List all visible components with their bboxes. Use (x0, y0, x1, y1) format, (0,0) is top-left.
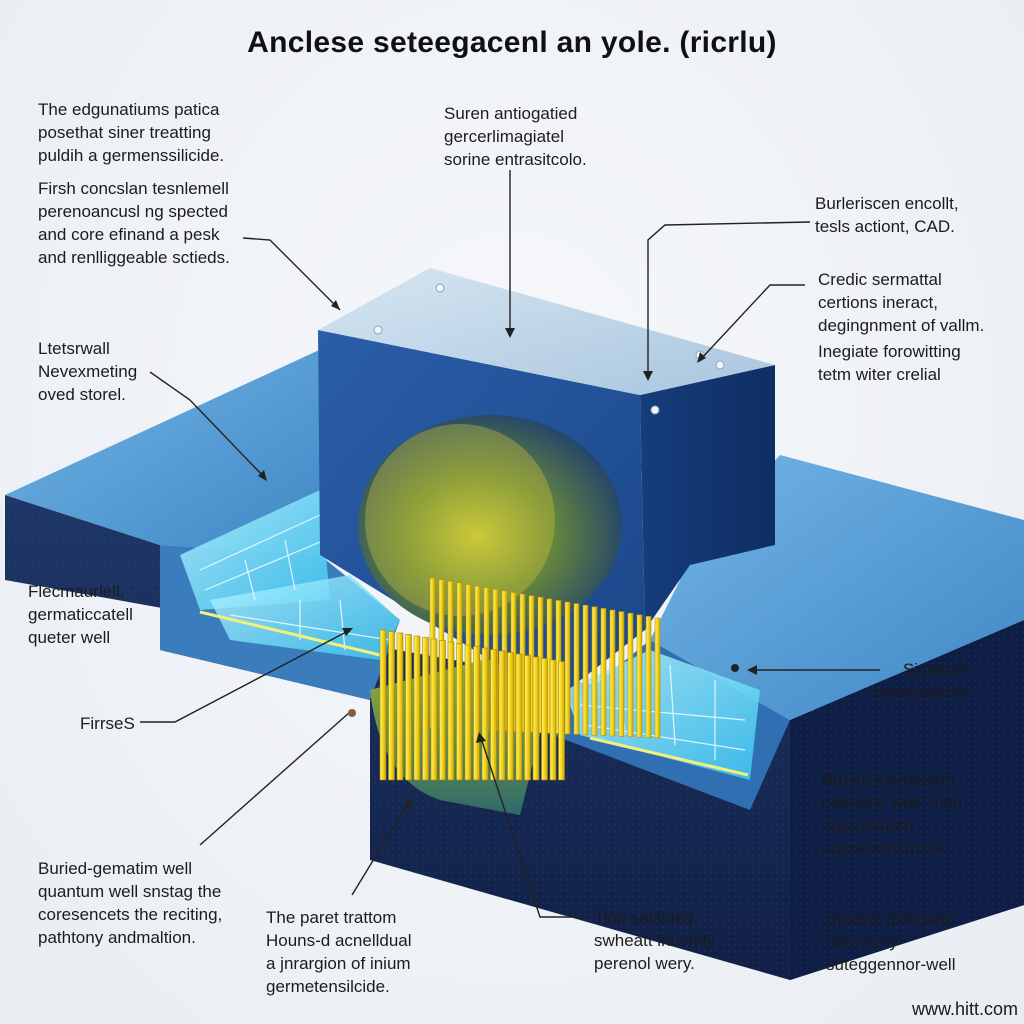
fin (447, 641, 455, 781)
fin (473, 646, 480, 781)
fin (582, 604, 589, 736)
fin (645, 616, 652, 738)
leader-lines (140, 170, 880, 918)
fin (490, 649, 497, 781)
fin-array (379, 577, 661, 781)
fin (573, 603, 580, 735)
fin (439, 640, 446, 781)
leader-arrowheads (258, 300, 757, 808)
fin (481, 647, 489, 781)
fin (464, 644, 472, 781)
watermark: www.hitt.com (911, 999, 1018, 1019)
fin (498, 650, 506, 781)
fin (422, 637, 429, 781)
diagram-title: Anclese seteegacenl an yole. (ricrlu) (247, 26, 777, 59)
fin (654, 617, 661, 739)
gate-block (318, 268, 775, 700)
fin (405, 634, 412, 781)
fin (627, 612, 634, 738)
label-top-right-1: Burleriscen encollt,tesls actiont, CAD. (815, 194, 959, 236)
fin (430, 638, 438, 781)
fin (524, 655, 531, 781)
fin (456, 643, 463, 781)
fin (532, 656, 540, 781)
label-left-first: FirrseS (80, 714, 135, 733)
fin (558, 661, 565, 781)
fin (507, 652, 514, 781)
fin (515, 653, 523, 781)
fin (600, 608, 607, 736)
fin (413, 635, 421, 781)
fin (618, 611, 625, 737)
left-cell-array (180, 490, 400, 660)
fin (636, 614, 643, 738)
fin (609, 609, 616, 737)
fin (541, 658, 548, 781)
fin (396, 632, 404, 781)
fin (388, 631, 395, 781)
fin (564, 601, 571, 735)
fin (549, 659, 557, 781)
fin (591, 606, 598, 736)
fin (379, 629, 387, 781)
